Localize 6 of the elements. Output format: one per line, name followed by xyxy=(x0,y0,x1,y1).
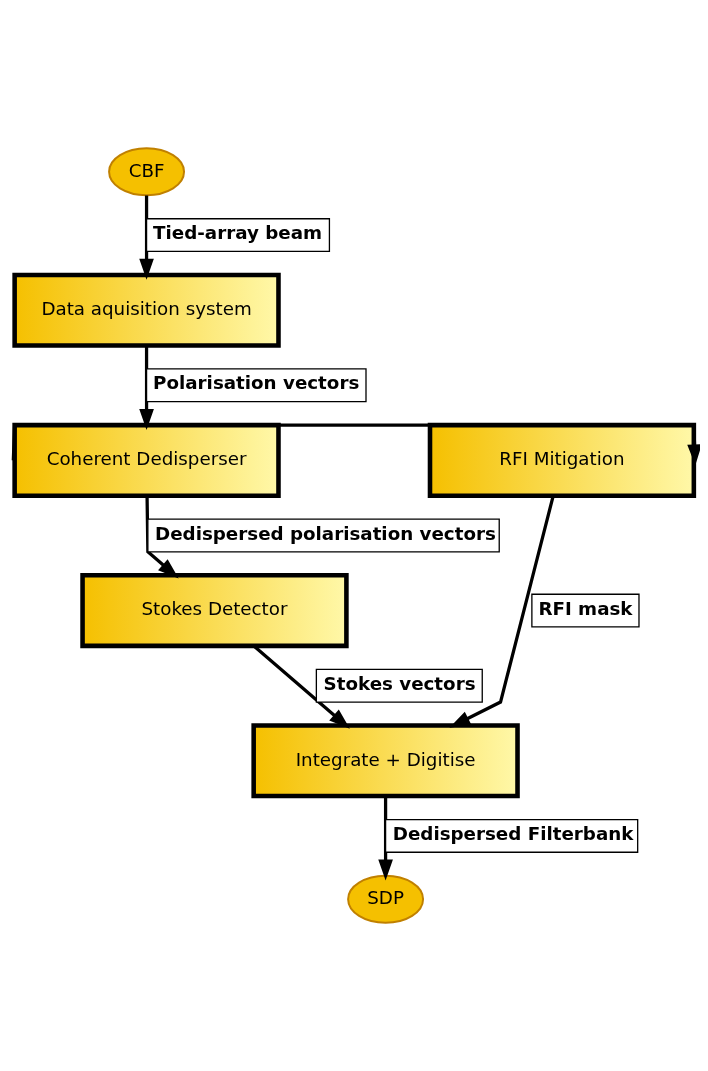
edge-label: Stokes vectors xyxy=(323,672,476,694)
edge-label: Dedispersed polarisation vectors xyxy=(155,522,496,544)
edge-label: Dedispersed Filterbank xyxy=(392,823,634,845)
edge-label: Tied-array beam xyxy=(153,222,323,244)
edge-label: Polarisation vectors xyxy=(153,372,360,394)
edge-label: RFI mask xyxy=(538,597,633,619)
